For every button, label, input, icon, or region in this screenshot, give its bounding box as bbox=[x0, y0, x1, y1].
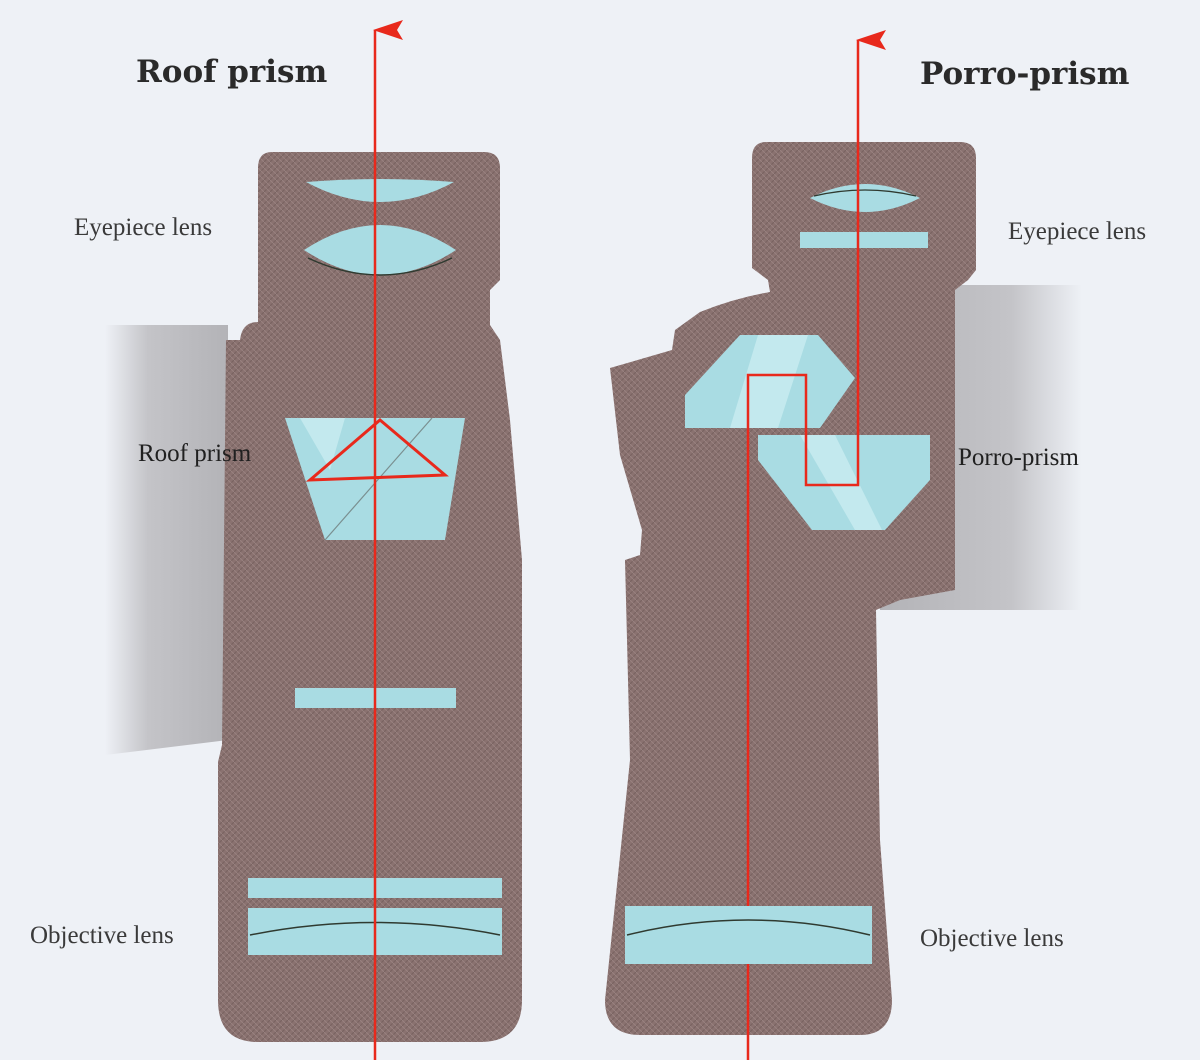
roof-eyepiece-label: Eyepiece lens bbox=[74, 214, 213, 241]
roof-eyepiece-lens bbox=[304, 179, 456, 276]
porro-binocular-body bbox=[605, 142, 976, 1035]
roof-prism-title: Roof prism bbox=[136, 54, 328, 90]
porro-prism-label: Porro-prism bbox=[958, 444, 1079, 471]
porro-objective-label: Objective lens bbox=[920, 925, 1064, 952]
porro-eyepiece-label: Eyepiece lens bbox=[1008, 218, 1147, 245]
porro-prism-element bbox=[685, 30, 930, 1060]
roof-hinge-bridge bbox=[105, 325, 228, 755]
porro-prism-title: Porro-prism bbox=[920, 56, 1130, 92]
roof-prism-label: Roof prism bbox=[138, 440, 252, 467]
porro-eyepiece-lens bbox=[800, 184, 928, 248]
porro-prism-binocular bbox=[605, 30, 1082, 1060]
porro-light-ray bbox=[746, 30, 886, 1060]
porro-objective-lens bbox=[625, 906, 872, 964]
roof-prism-binocular bbox=[105, 20, 522, 1060]
roof-objective-label: Objective lens bbox=[30, 922, 174, 949]
roof-binocular-body bbox=[218, 152, 522, 1042]
